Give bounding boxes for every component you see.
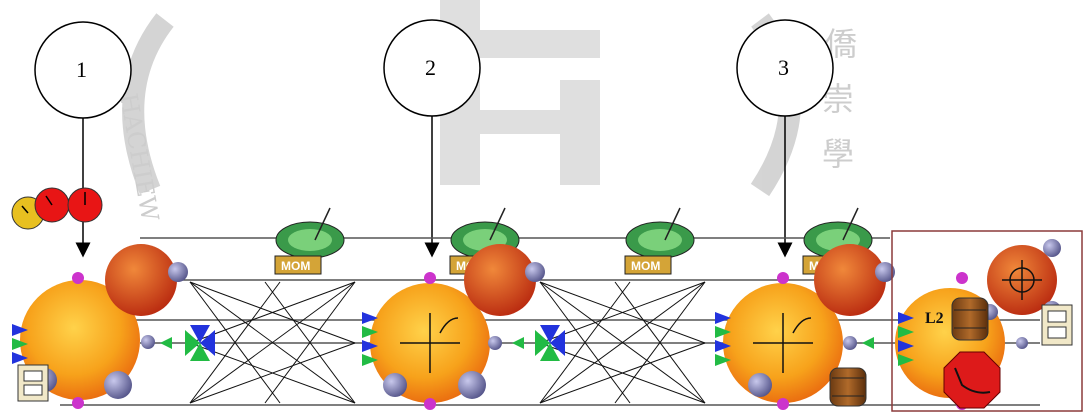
callout-3-label: 3 <box>778 55 789 80</box>
crosshair-icon <box>400 313 460 373</box>
crosshair-icon <box>753 313 813 373</box>
barrel-icon <box>951 297 989 341</box>
relay-1 <box>160 325 215 361</box>
mom-unit-3: MOM <box>624 207 695 275</box>
cabinet-icon <box>17 364 49 402</box>
callout-1-label: 1 <box>76 57 87 82</box>
clock-icon <box>11 187 103 230</box>
stop-sign-icon <box>943 351 1001 409</box>
watermark-cjk-3: 學 <box>822 135 854 173</box>
l2-frame <box>891 230 1083 412</box>
callout-2: 2 <box>383 19 481 258</box>
callout-3: 3 <box>736 19 834 258</box>
mom-label-1: MOM <box>281 259 310 273</box>
callout-1: 1 <box>34 21 132 258</box>
router-node-1 <box>12 244 188 409</box>
barrel-icon <box>829 367 867 407</box>
router-node-2 <box>362 244 545 410</box>
watermark: HACHIEW 僑 崇 學 <box>114 0 857 224</box>
mesh-1 <box>189 281 356 404</box>
router-node-3 <box>715 244 895 410</box>
router-node-l2: L2 <box>895 239 1073 410</box>
callout-2-label: 2 <box>425 55 436 80</box>
bus-lines <box>60 237 1040 406</box>
mesh-2 <box>539 281 706 404</box>
watermark-latin: HACHIEW <box>114 91 164 223</box>
cabinet-icon <box>1041 304 1073 346</box>
crosshair-icon <box>1002 260 1042 300</box>
l2-label: L2 <box>925 310 944 327</box>
mom-unit-1: MOM <box>274 207 345 275</box>
relay-2 <box>512 325 565 361</box>
mom-label-3: MOM <box>631 259 660 273</box>
